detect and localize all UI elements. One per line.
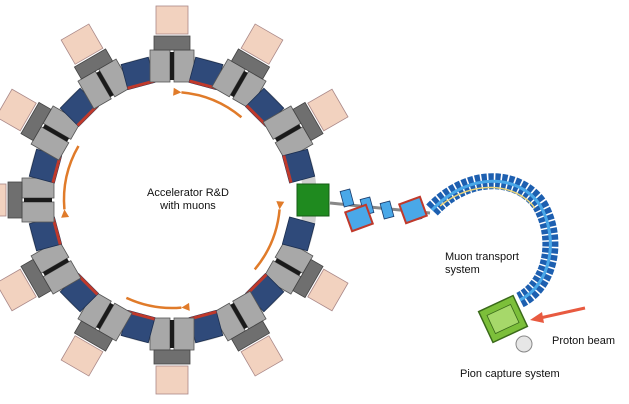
- magnet-gap: [96, 70, 114, 98]
- solenoid-beam-axis: [430, 179, 552, 302]
- rf-cavity-edge: [245, 273, 268, 296]
- rf-cavity-sector: [120, 309, 156, 344]
- rf-cavity-edge: [76, 273, 99, 296]
- beam-arrow: [125, 296, 182, 310]
- magnet-yoke: [7, 181, 23, 219]
- magnet-upper-half: [149, 49, 171, 83]
- magnet-gap: [170, 320, 174, 348]
- ring-center-label-line2: with muons: [160, 200, 216, 212]
- magnet-yoke: [20, 258, 52, 299]
- target-station: [515, 335, 533, 353]
- coil-box: [60, 335, 104, 377]
- beam-arrow-head: [276, 201, 285, 210]
- magnet-gap: [96, 302, 114, 330]
- bending-magnet: [397, 195, 429, 225]
- ring-sector: [262, 88, 349, 161]
- storage-ring: [0, 5, 349, 395]
- magnet-gap: [170, 52, 174, 80]
- magnet-upper-half: [173, 317, 195, 351]
- magnet-yoke: [153, 349, 191, 365]
- ring-sector: [60, 23, 133, 110]
- magnet-yoke: [73, 48, 114, 80]
- pion-production-target: [486, 303, 520, 335]
- magnet-yoke: [20, 101, 52, 142]
- ring-sector: [296, 183, 330, 217]
- rf-cavity-edge: [127, 79, 155, 90]
- transport-beam-trace: [439, 186, 536, 209]
- magnet-gap: [274, 124, 302, 142]
- rf-cavity-edge: [51, 217, 62, 245]
- coil-box: [155, 365, 189, 395]
- ring-sector: [0, 88, 82, 161]
- beam-arrow-head: [61, 209, 70, 218]
- coil-box: [0, 268, 37, 312]
- magnet-gap: [230, 70, 248, 98]
- magnet-gap: [274, 258, 302, 276]
- ring-sector: [262, 239, 349, 312]
- magnet-yoke: [292, 258, 324, 299]
- coil-box: [0, 88, 37, 132]
- muon-transport-label: Muon transport system: [445, 251, 519, 277]
- rf-cavity-edge: [282, 155, 293, 183]
- proton-beam-arrow: [539, 306, 586, 320]
- ring-sector: [0, 177, 55, 223]
- ring-sector: [149, 5, 195, 83]
- ring-sector: [149, 317, 195, 395]
- magnet-yoke: [230, 48, 271, 80]
- beam-direction-arrows: [61, 87, 285, 311]
- bending-magnet: [343, 203, 375, 233]
- magnet-yoke: [292, 101, 324, 142]
- pion-capture-label: Pion capture system: [460, 368, 560, 380]
- ring-center-label: Accelerator R&D with muons: [128, 187, 248, 213]
- magnet-gap: [42, 258, 70, 276]
- beam-arrow: [62, 145, 80, 210]
- rf-cavity-edge: [51, 155, 62, 183]
- muon-transport-label-line1: Muon transport: [445, 251, 519, 263]
- ring-center-label-line1: Accelerator R&D: [147, 187, 229, 199]
- coil-box: [307, 88, 349, 132]
- beam-arrow: [253, 209, 281, 271]
- muon-beamline: [329, 173, 586, 353]
- magnet-yoke: [153, 35, 191, 51]
- coil-box: [307, 268, 349, 312]
- quadrupole-magnet: [379, 200, 395, 220]
- beam-arrow: [181, 91, 243, 119]
- beam-arrow-head: [181, 302, 190, 311]
- magnet-upper-half: [21, 201, 55, 223]
- coil-box: [155, 5, 189, 35]
- coil-box: [240, 23, 284, 65]
- rf-cavity-edge: [127, 310, 155, 321]
- beam-arrow-head: [173, 87, 182, 96]
- magnet-gap: [230, 302, 248, 330]
- ring-sector: [211, 23, 284, 110]
- muon-transport-label-line2: system: [445, 264, 480, 276]
- rf-cavity-sector: [188, 309, 224, 344]
- injection-kicker-block: [296, 183, 330, 217]
- rf-cavity-edge: [245, 104, 268, 127]
- rf-cavity-block: [281, 216, 316, 252]
- magnet-gap: [42, 124, 70, 142]
- quadrupole-magnet: [339, 188, 355, 208]
- rf-cavity-sector: [281, 148, 316, 184]
- proton-beam-arrow-head: [530, 312, 544, 323]
- ring-sector: [0, 239, 82, 312]
- coil-box: [240, 335, 284, 377]
- ring-sector: [60, 290, 133, 377]
- coil-box: [0, 183, 7, 217]
- magnet-yoke: [230, 320, 271, 352]
- magnet-gap: [24, 198, 52, 202]
- rf-cavity-sector: [120, 56, 156, 91]
- rf-cavity-edge: [189, 79, 217, 90]
- proton-beam-label: Proton beam: [552, 335, 615, 347]
- rf-cavity-edge: [189, 310, 217, 321]
- coil-box: [60, 23, 104, 65]
- rf-cavity-sector: [281, 216, 316, 252]
- rf-cavity-edge: [76, 104, 99, 127]
- magnet-yoke: [73, 320, 114, 352]
